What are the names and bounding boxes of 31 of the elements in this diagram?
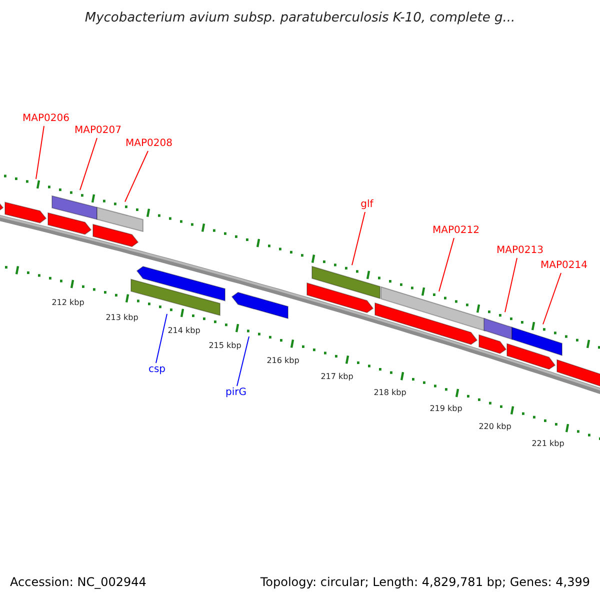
- scale-label: 214 kbp: [168, 327, 200, 335]
- leader-line: [124, 150, 148, 202]
- gene-label: MAP0208: [126, 139, 172, 149]
- gene-label: pirG: [226, 388, 246, 398]
- scale-label: 213 kbp: [106, 314, 138, 322]
- gene-label: MAP0213: [496, 246, 544, 256]
- footer-text: Topology: circular; Length: 4,829,781 bp; Genes: 4,399: [260, 576, 590, 588]
- leader-line: [236, 336, 250, 386]
- leader-line: [504, 258, 518, 313]
- gene-label: MAP0212: [432, 226, 480, 236]
- gene-label: MAP0206: [22, 114, 70, 124]
- leader-line: [352, 212, 366, 266]
- leader-line: [438, 238, 454, 292]
- scale-label: 212 kbp: [52, 299, 84, 307]
- gene-label: MAP0207: [74, 126, 122, 136]
- leader-line: [156, 313, 168, 364]
- scale-label: 216 kbp: [266, 357, 300, 365]
- leader-line: [80, 138, 98, 191]
- scale-label: 220 kbp: [478, 423, 512, 431]
- leader-line: [36, 126, 44, 180]
- gene-label: csp: [148, 365, 166, 375]
- scale-label: 218 kbp: [374, 389, 406, 397]
- scale-label: 221 kbp: [532, 440, 564, 448]
- leader-line: [542, 272, 562, 325]
- scale-label: 219 kbp: [430, 405, 462, 413]
- footer-text: Accession: NC_002944: [10, 576, 146, 588]
- scale-label: 215 kbp: [208, 342, 242, 350]
- gene-label: glf: [360, 200, 374, 210]
- gene-label: MAP0214: [540, 261, 588, 271]
- title: Mycobacterium avium subsp. paratuberculosis K-10, complete g...: [84, 12, 516, 24]
- scale-label: 217 kbp: [320, 373, 354, 381]
